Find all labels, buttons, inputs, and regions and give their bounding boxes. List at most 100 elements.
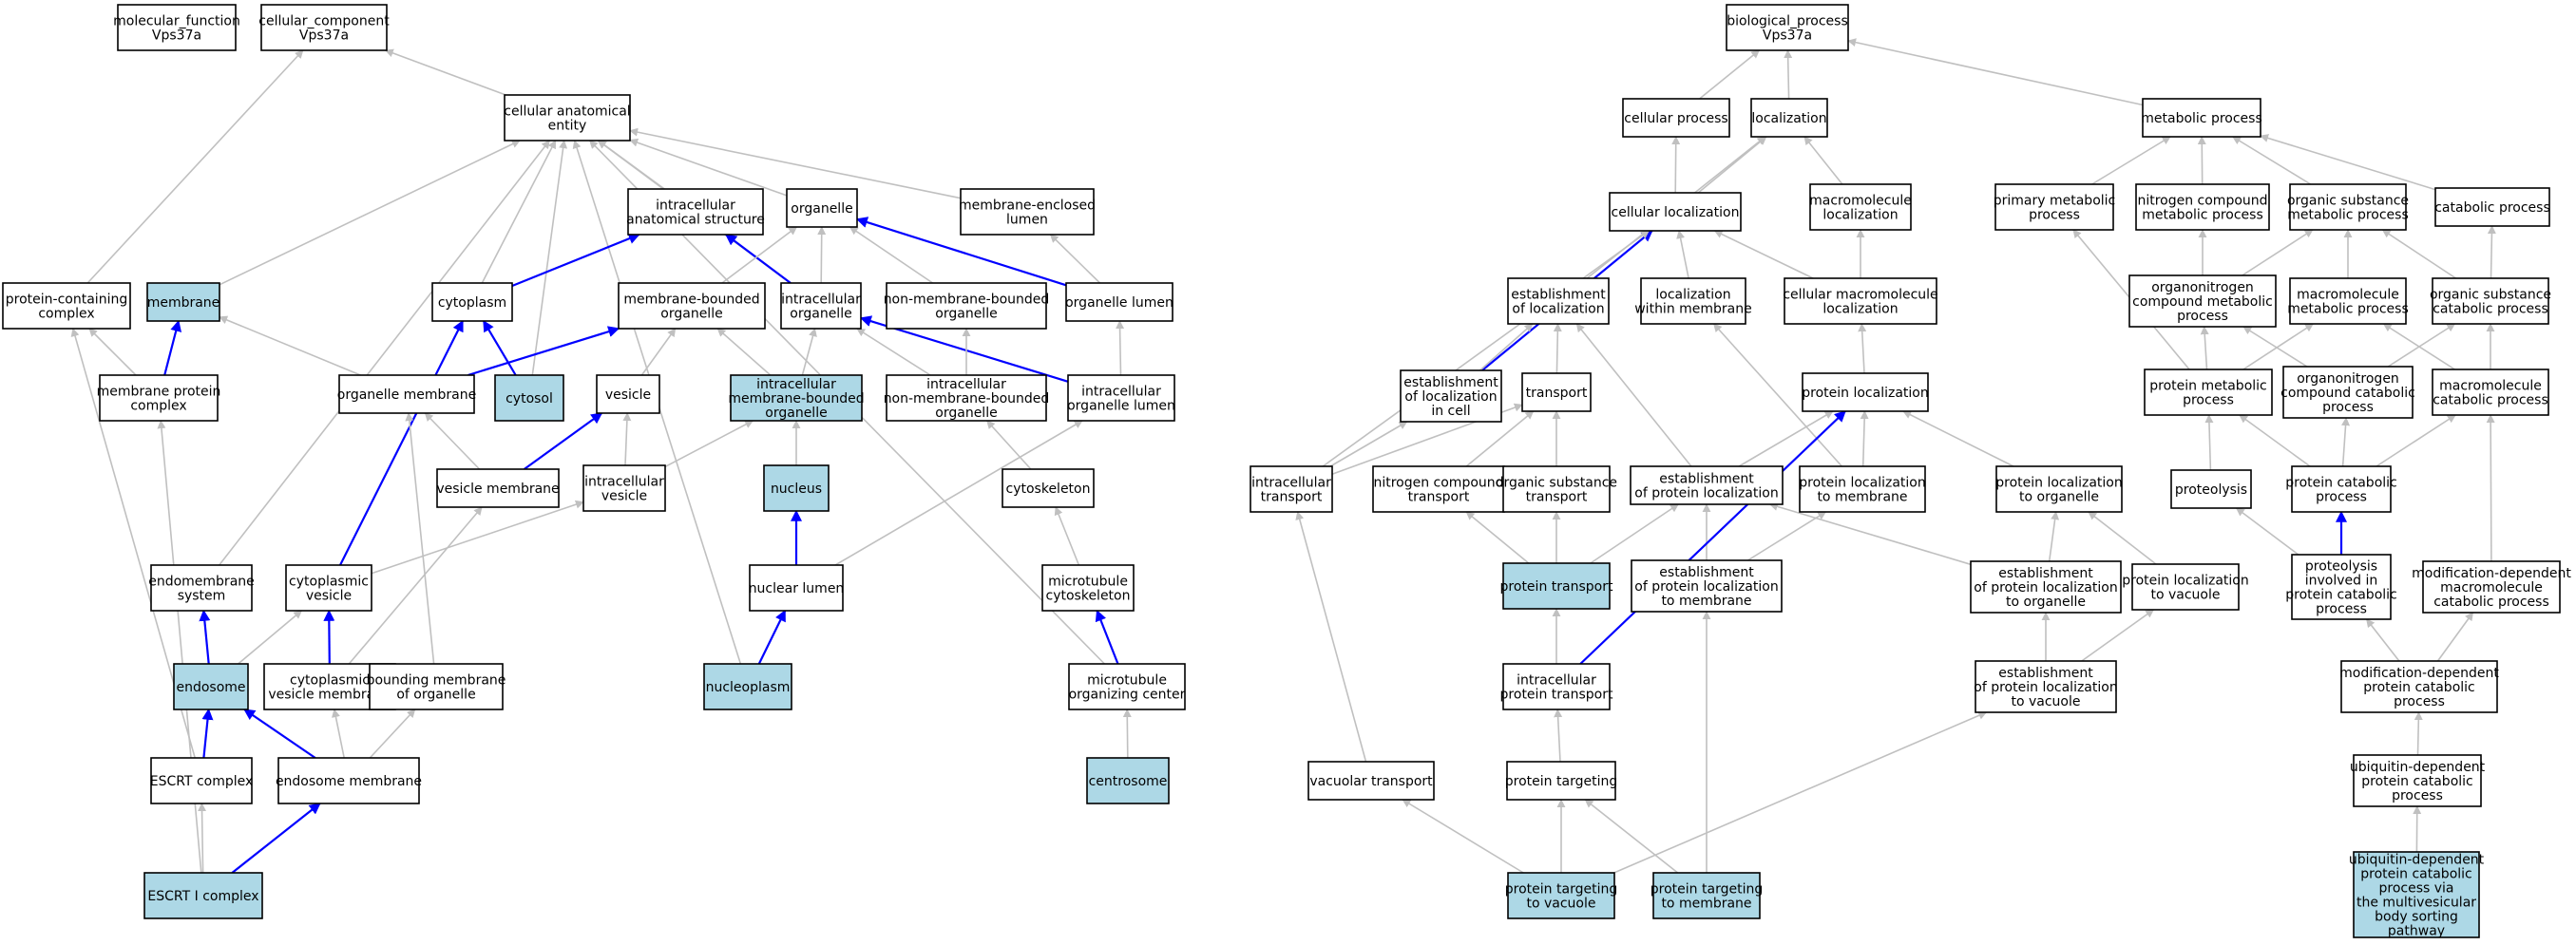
term-node-nucleoplasm[interactable]: nucleoplasm [703, 663, 792, 710]
term-box[interactable] [2422, 560, 2561, 614]
term-node-cp[interactable]: cellular process [1622, 98, 1730, 138]
term-node-vm[interactable]: vesicle membrane [436, 468, 560, 508]
term-node-vesicle[interactable]: vesicle [596, 374, 660, 414]
term-box[interactable] [494, 374, 564, 422]
term-node-escrt1[interactable]: ESCRT I complex [143, 872, 263, 919]
term-node-mp[interactable]: metabolic process [2141, 98, 2262, 138]
term-node-em[interactable]: endosome membrane [276, 757, 422, 804]
term-box[interactable] [1622, 98, 1730, 138]
term-node-mdmcp[interactable]: modification-dependentmacromoleculecatab… [2412, 560, 2571, 614]
term-node-cytosol[interactable]: cytosol [494, 374, 564, 422]
term-node-loc[interactable]: localization [1750, 98, 1828, 138]
term-box[interactable] [1640, 277, 1746, 325]
term-box[interactable] [1630, 465, 1784, 505]
term-node-vt[interactable]: vacuolar transport [1307, 761, 1435, 801]
term-box[interactable] [1400, 369, 1502, 423]
term-box[interactable] [1726, 4, 1849, 51]
term-box[interactable] [2432, 277, 2549, 325]
term-node-inmbo[interactable]: intracellularnon-membrane-boundedorganel… [884, 374, 1050, 422]
term-box[interactable] [338, 374, 475, 414]
term-box[interactable] [2289, 277, 2407, 325]
term-node-pt[interactable]: protein transport [1500, 562, 1613, 610]
term-box[interactable] [2340, 660, 2498, 713]
term-box[interactable] [1994, 183, 2114, 231]
term-box[interactable] [1609, 192, 1742, 232]
term-box[interactable] [260, 4, 388, 51]
term-box[interactable] [1041, 564, 1135, 612]
term-node-transport[interactable]: transport [1521, 372, 1592, 412]
term-box[interactable] [1784, 277, 1937, 325]
term-box[interactable] [1750, 98, 1828, 138]
term-node-olumen[interactable]: organelle lumen [1065, 282, 1174, 322]
term-box[interactable] [1799, 465, 1926, 513]
term-box[interactable] [1086, 757, 1170, 804]
term-box[interactable] [2135, 183, 2270, 231]
term-box[interactable] [2, 282, 131, 330]
term-box[interactable] [1521, 372, 1592, 412]
term-node-cytoplasm[interactable]: cytoplasm [431, 282, 513, 322]
term-box[interactable] [960, 188, 1095, 236]
term-node-cytoskeleton[interactable]: cytoskeleton [1002, 468, 1095, 508]
term-box[interactable] [1307, 761, 1435, 801]
term-node-escrt[interactable]: ESCRT complex [150, 757, 254, 804]
term-box[interactable] [1995, 465, 2123, 513]
term-box[interactable] [1802, 372, 1929, 412]
term-node-cl[interactable]: cellular localization [1609, 192, 1742, 232]
term-node-catp[interactable]: catabolic process [2434, 187, 2550, 227]
term-box[interactable] [1631, 559, 1783, 613]
term-box[interactable] [277, 757, 420, 804]
term-box[interactable] [2291, 554, 2392, 620]
term-box[interactable] [1507, 872, 1615, 919]
term-node-proteolysis[interactable]: proteolysis [2170, 469, 2252, 509]
term-box[interactable] [99, 374, 219, 422]
term-box[interactable] [117, 4, 237, 51]
term-box[interactable] [2289, 183, 2407, 231]
term-box[interactable] [436, 468, 560, 508]
term-box[interactable] [886, 282, 1047, 330]
term-box[interactable] [2432, 369, 2549, 416]
term-box[interactable] [2128, 274, 2277, 328]
term-node-nl[interactable]: nuclear lumen [749, 564, 845, 612]
term-node-ptarg[interactable]: protein targeting [1505, 761, 1617, 801]
term-box[interactable] [2170, 469, 2252, 509]
term-box[interactable] [1975, 660, 2117, 713]
term-box[interactable] [285, 564, 372, 612]
term-node-om[interactable]: organelle membrane [337, 374, 476, 414]
